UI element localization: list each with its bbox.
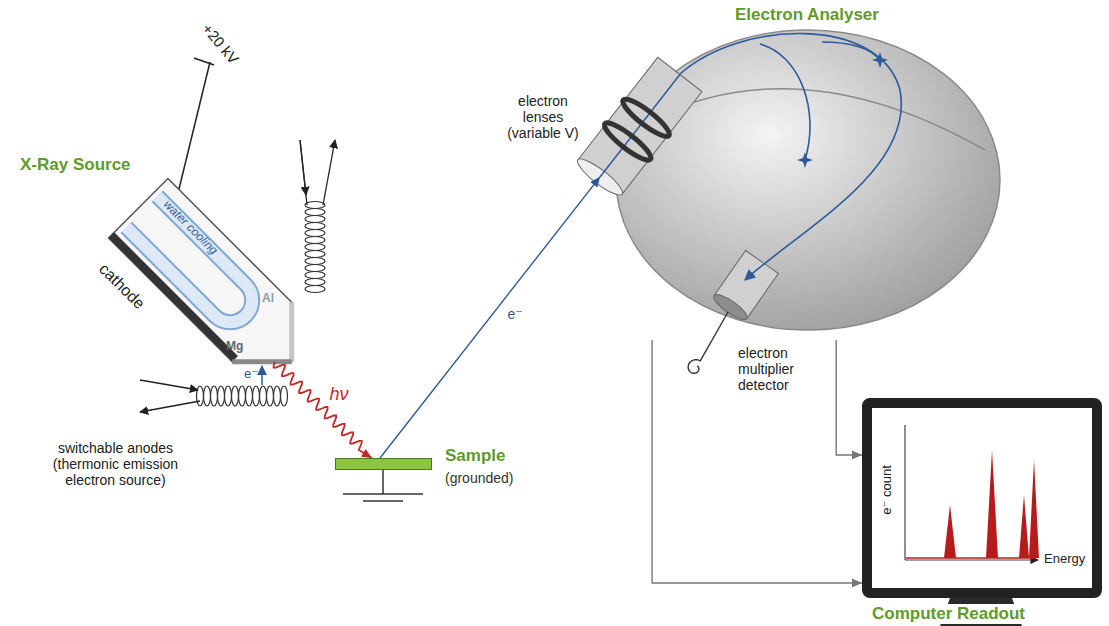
voltage-label: +20 kV	[199, 20, 243, 67]
edge-label: e⁻	[506, 306, 525, 322]
computer-monitor: Computer Readout	[862, 398, 1102, 598]
coil-winding	[305, 209, 325, 216]
coil-winding	[274, 386, 281, 406]
connector-line	[836, 340, 862, 455]
axis-label: Energy	[1044, 552, 1085, 567]
arrowhead	[852, 579, 862, 588]
node-heading: Computer Readout	[870, 604, 1027, 624]
coil-winding	[232, 386, 239, 406]
coil-winding	[197, 386, 204, 406]
x-ray-source: X-Ray Source	[20, 60, 292, 362]
hv-wire	[179, 58, 214, 189]
note-label: switchable anodes (thermonic emission el…	[28, 440, 203, 488]
connector	[836, 340, 862, 460]
arrowhead	[852, 451, 862, 460]
coil-winding	[246, 386, 253, 406]
electron-label: e⁻	[244, 367, 258, 382]
coil-winding	[305, 223, 325, 230]
arrowhead	[590, 177, 600, 188]
coil-winding	[305, 286, 325, 293]
photon-wave	[274, 362, 372, 458]
electron-arrow	[261, 366, 263, 385]
spectrum-chart	[905, 425, 1039, 560]
coil-winding	[239, 386, 246, 406]
node-heading: Electron Analyser	[735, 5, 879, 25]
edge-label: hν	[327, 384, 350, 405]
anode-body	[109, 179, 322, 392]
coil-winding	[305, 237, 325, 244]
coil-winding	[305, 251, 325, 258]
connector-line	[652, 340, 862, 583]
electron-analyser: Electron Analyser	[600, 5, 1010, 340]
anode-label: Mg	[226, 340, 243, 354]
arrowhead	[361, 449, 372, 458]
detection-star	[797, 52, 888, 168]
coil-winding	[267, 386, 274, 406]
cathode-label: cathode	[95, 260, 148, 313]
coil-winding	[305, 216, 325, 223]
water-cooling-label: water cooling	[160, 198, 220, 258]
node-heading: Sample	[445, 446, 505, 466]
screen	[872, 408, 1092, 588]
filament-lead	[140, 140, 335, 412]
connector	[380, 177, 600, 458]
connector-line	[380, 177, 600, 458]
node-subtext: (grounded)	[445, 470, 514, 486]
coil-winding	[305, 258, 325, 265]
axis-label: e⁻ count	[880, 465, 895, 515]
coil-winding	[305, 230, 325, 237]
sample-plate: Sample(grounded)	[335, 458, 432, 470]
connector-line	[274, 362, 372, 458]
coil-winding	[305, 279, 325, 286]
coil-winding	[305, 272, 325, 279]
part-label: electron lenses (variable V)	[498, 93, 588, 141]
electron-lens	[573, 57, 703, 201]
ground-symbol	[343, 470, 423, 501]
coil-winding	[253, 386, 260, 406]
connector	[652, 340, 862, 588]
electron-multiplier	[688, 312, 728, 373]
anode-label: Al	[262, 292, 274, 306]
coil-winding	[305, 202, 325, 209]
coil-winding	[204, 386, 211, 406]
node-heading: X-Ray Source	[20, 155, 131, 175]
coil-winding	[225, 386, 232, 406]
electron-trajectory	[680, 34, 901, 280]
coil-winding	[305, 244, 325, 251]
filament-coil	[197, 202, 326, 407]
hemisphere-shell	[650, 89, 985, 150]
coil-winding	[281, 386, 288, 406]
coil-winding	[260, 386, 267, 406]
coil-winding	[218, 386, 225, 406]
part-label: electron multiplier detector	[738, 345, 830, 393]
coil-winding	[211, 386, 218, 406]
coil-winding	[305, 265, 325, 272]
